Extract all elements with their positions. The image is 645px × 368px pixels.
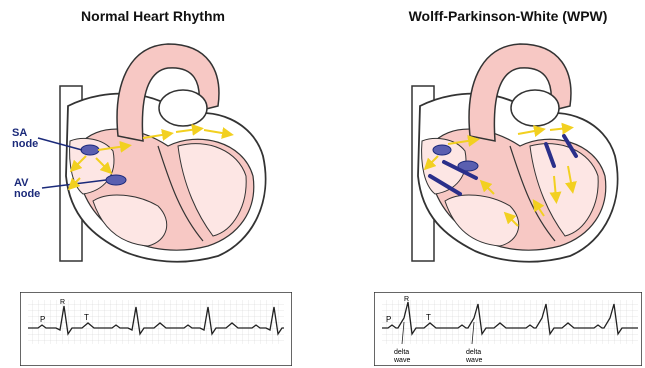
normal-heart-diagram: [8, 26, 278, 266]
svg-text:delta: delta: [394, 349, 409, 356]
sa-node: [81, 145, 99, 155]
pulmonary-artery: [511, 90, 559, 126]
title-normal-heart-rhythm: Normal Heart Rhythm: [48, 8, 258, 24]
svg-text:wave: wave: [393, 357, 410, 364]
wpw-heart-diagram: [368, 26, 638, 266]
title-wpw: Wolff-Parkinson-White (WPW): [372, 8, 644, 24]
normal-ecg-strip: R P T: [20, 292, 292, 366]
svg-text:wave: wave: [465, 357, 482, 364]
ecg-label-t: T: [84, 313, 89, 322]
delta-wave-label-1: delta wave: [393, 349, 410, 364]
av-node: [106, 175, 126, 185]
ecg-label-p: P: [40, 315, 45, 324]
sa-node-label: SA node: [12, 128, 38, 150]
wpw-ecg-strip: R P T delta wave delta wave: [374, 292, 642, 366]
ecg-label-t: T: [426, 313, 431, 322]
svg-text:delta: delta: [466, 349, 481, 356]
sa-node: [433, 145, 451, 155]
ecg-label-r: R: [404, 296, 409, 303]
ecg-label-r: R: [60, 299, 65, 306]
pulmonary-artery: [159, 90, 207, 126]
ecg-label-p: P: [386, 315, 391, 324]
delta-wave-label-2: delta wave: [465, 349, 482, 364]
av-node-label: AV node: [14, 178, 40, 200]
